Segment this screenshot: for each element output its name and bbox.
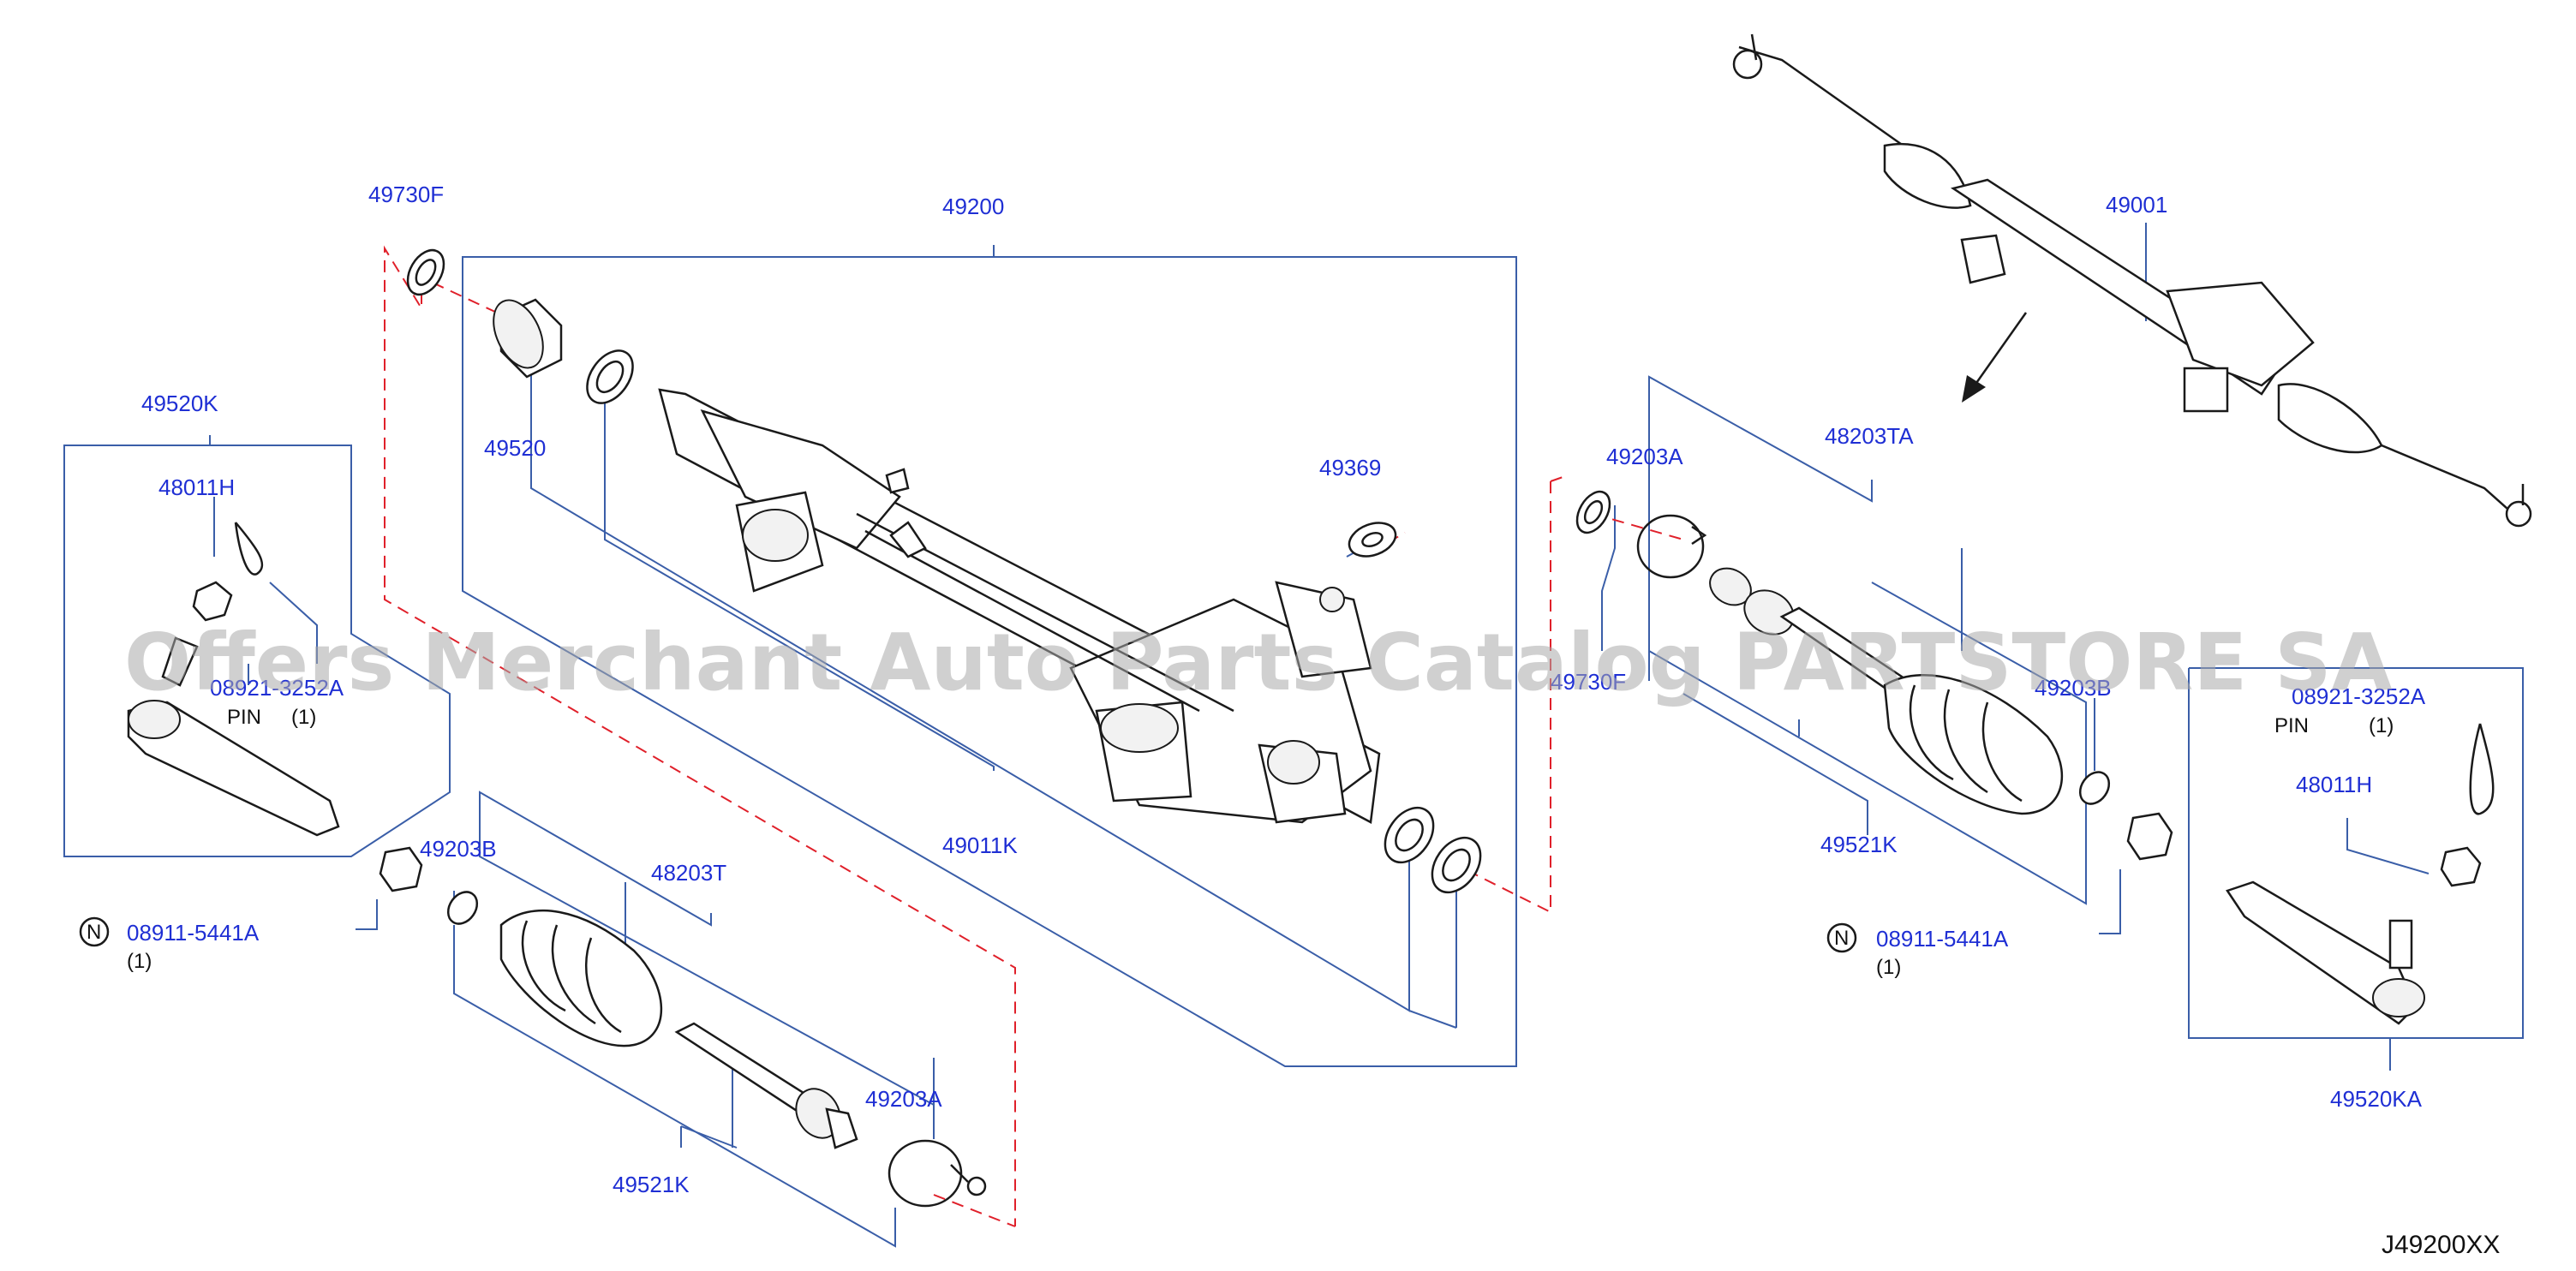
ring-seal-part [586,349,634,404]
label-49730F-right: 49730F [1551,669,1626,695]
label-48203T: 48203T [651,860,726,886]
clamp-49203B-right-part [2078,771,2111,805]
label-pin-qty-right: (1) [2369,714,2394,737]
label-pin-right: PIN [2274,714,2309,737]
label-48203TA: 48203TA [1825,423,1914,449]
label-49203A-bottom: 49203A [865,1086,942,1112]
clip-49203A-right-part [1636,514,1707,579]
label-08921-3252A-right: 08921-3252A [2292,683,2426,709]
clamp-49203B-left-part [446,891,479,925]
label-n-left: N [87,921,101,944]
boot-48203TA-part [1883,674,2064,815]
tie-rod-end-left-part [127,522,340,837]
label-08921-3252A-left: 08921-3252A [210,675,344,701]
label-49203B-right: 49203B [2035,675,2112,701]
label-pin-qty-left: (1) [291,706,316,729]
part-labels: 49730F 49200 49520K 48011H 49520 49369 0… [87,182,2500,1259]
label-49730F: 49730F [368,182,444,207]
nut-left-part [379,846,423,892]
steering-rack-assembly-49001-part [1732,33,2532,528]
label-48011H-right: 48011H [2296,772,2372,797]
clip-49203A-left-part [888,1139,987,1208]
label-49520: 49520 [484,435,546,461]
label-pin-left: PIN [227,706,261,729]
boot-48203T-part [499,909,663,1047]
label-08911-5441A-right: 08911-5441A [1876,926,2009,952]
seal-ring-49730F-part [406,248,445,296]
end-seal-rings-part [1384,806,1482,894]
nut-marker-circle-left [79,916,110,947]
label-49521K-left: 49521K [613,1172,690,1197]
label-49203A-right: 49203A [1606,444,1683,469]
inner-tie-rod-left-part [674,1022,858,1149]
label-49369: 49369 [1319,455,1381,480]
cap-49369-part [1348,522,1397,558]
tie-rod-end-right-part [2226,723,2495,1025]
leader-lines [63,223,2524,1248]
label-49011K: 49011K [942,832,1018,858]
label-n-right: N [1834,927,1849,950]
label-49001: 49001 [2106,192,2167,218]
label-48011H-left: 48011H [158,474,235,500]
label-nut-qty-right: (1) [1876,956,1901,979]
rack-housing-49011K-part [658,388,1381,824]
label-49520K: 49520K [141,391,218,416]
bush-49520-part [493,298,563,379]
label-49520KA: 49520KA [2330,1086,2423,1112]
label-49521K-right: 49521K [1820,832,1898,857]
direction-arrow [1962,312,2028,403]
watermark-text: Offers Merchant Auto Parts Catalog PARTS… [124,617,2393,708]
nut-marker-circle-right [1826,922,1857,953]
nut-right-part [2126,812,2173,861]
label-08911-5441A-left: 08911-5441A [127,920,260,946]
inner-tie-rod-right-part [1709,567,1904,695]
label-nut-qty-left: (1) [127,950,152,973]
label-49203B-left: 49203B [420,836,497,862]
label-49200: 49200 [942,194,1004,219]
seal-ring-right-part [1575,490,1611,534]
alignment-dashed-lines [384,245,1684,1227]
diagram-code: J49200XX [2382,1231,2500,1259]
